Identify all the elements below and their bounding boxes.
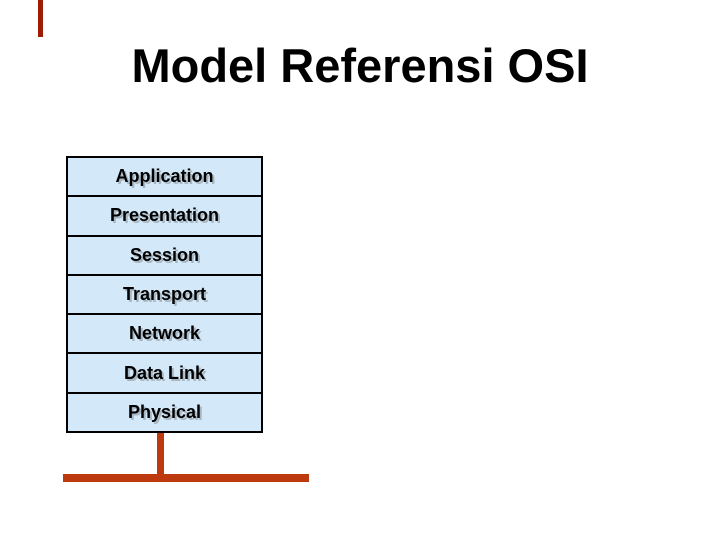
osi-layer-stack: Application Presentation Session Transpo… (66, 156, 263, 433)
osi-layer-presentation: Presentation (68, 197, 261, 237)
osi-layer-datalink: Data Link (68, 354, 261, 394)
osi-layer-physical: Physical (127, 401, 202, 422)
osi-layer-transport: Transport (68, 276, 261, 316)
osi-layer-application: Application (68, 158, 261, 198)
slide-accent-bar (38, 0, 43, 37)
slide-title: Model Referensi OSI (131, 39, 589, 92)
bus-drop-line (157, 433, 164, 482)
osi-layer-network: Network (68, 315, 261, 355)
network-bus-line (63, 474, 309, 482)
osi-layer-session: Session (68, 237, 261, 276)
